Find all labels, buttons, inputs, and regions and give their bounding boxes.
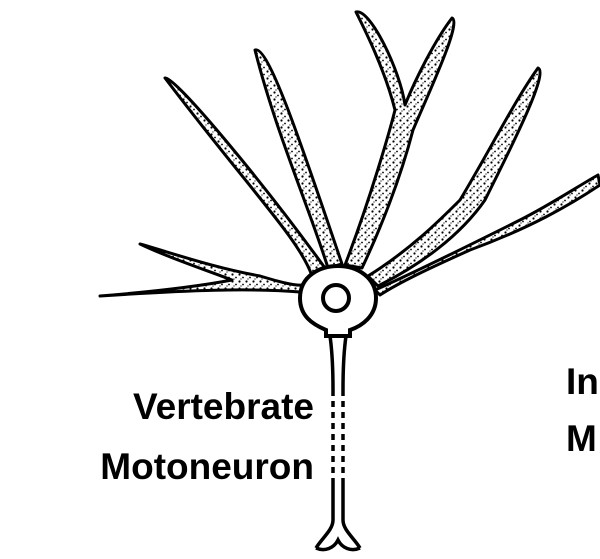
dendrites [100,12,600,296]
axon [316,336,360,550]
dendrite-left [100,244,302,296]
invertebrate-label-line1: In [566,363,599,400]
vertebrate-label-line2: Motoneuron [100,448,314,485]
nucleus [323,285,349,311]
invertebrate-label-line2: M [566,420,597,457]
vertebrate-label-line1: Vertebrate [133,388,314,425]
